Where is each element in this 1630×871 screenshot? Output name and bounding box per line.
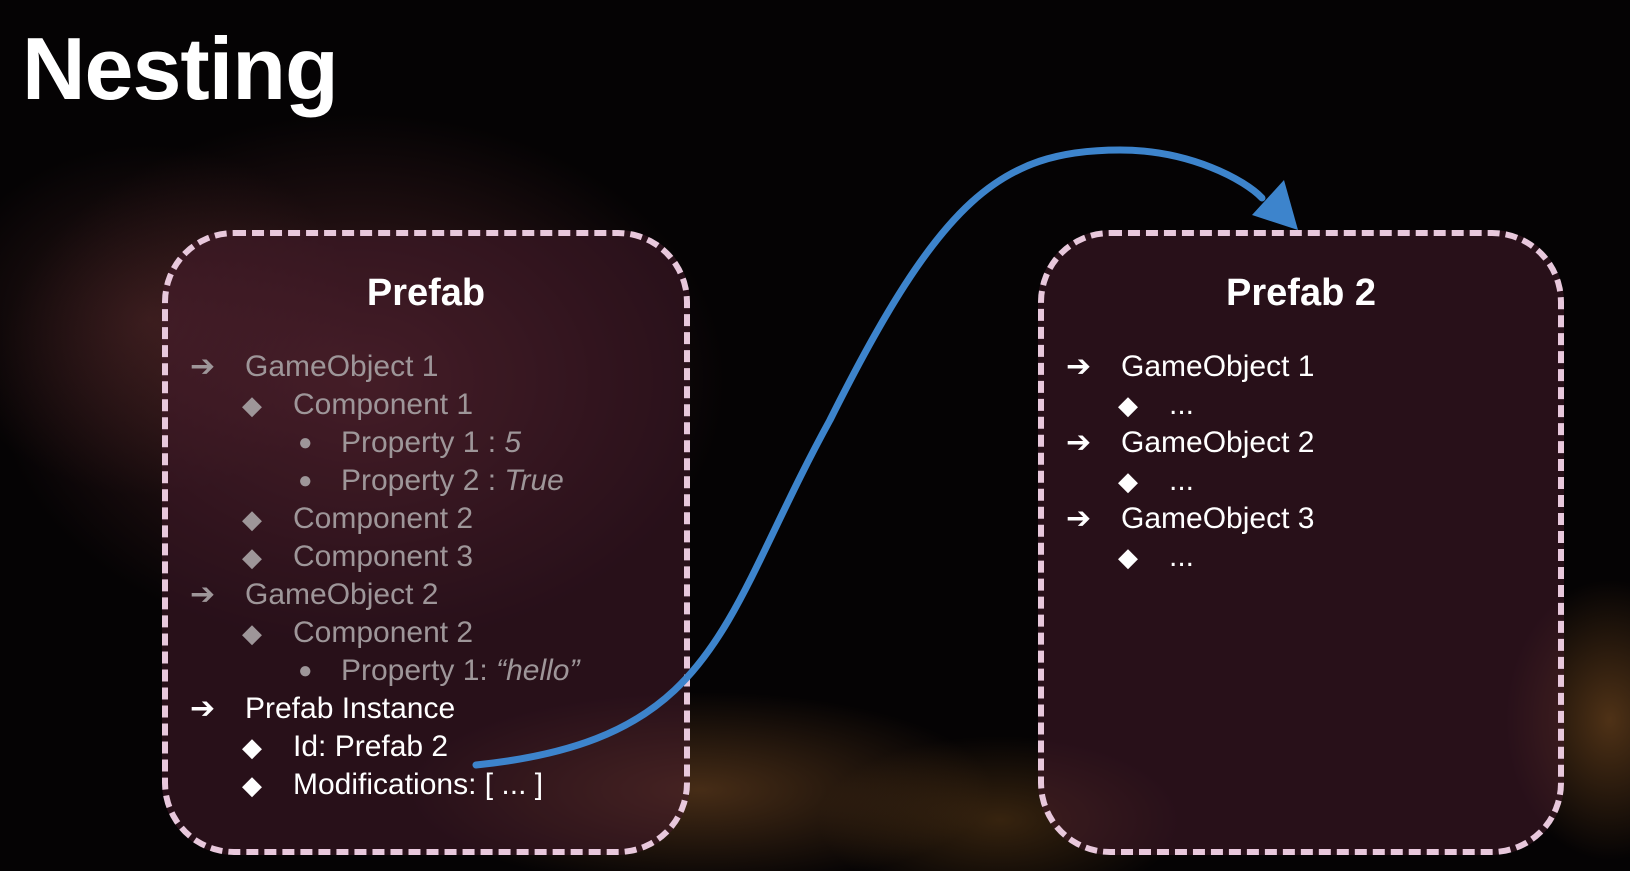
prefab2-box: Prefab 2 ➔GameObject 1◆...➔GameObject 2◆…	[1038, 230, 1564, 855]
tree-item-level-0: ➔ GameObject 1	[1066, 348, 1314, 386]
arrow-right-icon: ➔	[1066, 350, 1092, 383]
tree-item-level-0: ➔ Prefab Instance	[190, 690, 579, 728]
diamond-icon: ◆	[1118, 466, 1138, 496]
diamond-icon: ◆	[242, 770, 262, 800]
tree-item-level-1: ◆ Component 2	[190, 500, 579, 538]
tree-item-label: Component 2	[293, 502, 474, 535]
diamond-icon: ◆	[242, 390, 262, 420]
tree-item-label: Modifications: [ ... ]	[293, 768, 544, 801]
tree-item-value: True	[504, 464, 564, 497]
tree-item-label: Component 2	[293, 616, 474, 649]
prefab-title: Prefab	[366, 272, 486, 314]
tree-item-level-1: ◆ Component 2	[190, 614, 579, 652]
arrow-right-icon: ➔	[190, 692, 216, 725]
arrow-right-icon: ➔	[190, 578, 216, 611]
diamond-icon: ◆	[242, 504, 262, 534]
reference-arrow-curve	[472, 146, 1266, 769]
tree-item-level-1: ◆ Component 1	[190, 386, 579, 424]
prefab-box: Prefab ➔ GameObject 1 ◆ Component 1 ● Propert…	[162, 230, 690, 855]
diamond-icon: ◆	[242, 732, 262, 762]
tree-item-level-1: ◆...	[1066, 462, 1314, 500]
tree-item-level-2: ● Property 2 : True	[190, 462, 579, 500]
tree-item-level-0: ➔ GameObject 1	[190, 348, 579, 386]
tree-item-label: Property 1 :	[341, 426, 505, 459]
tree-item-level-1: ◆...	[1066, 386, 1314, 424]
tree-item-level-0: ➔ GameObject 2	[1066, 424, 1314, 462]
tree-item-label: ...	[1169, 388, 1195, 421]
diamond-icon: ◆	[1118, 390, 1138, 420]
reference-arrow-head	[1252, 180, 1298, 230]
prefab2-title: Prefab 2	[1226, 272, 1376, 314]
tree-item-level-1: ◆ Modifications: [ ... ]	[190, 766, 579, 804]
prefab-tree: ➔ GameObject 1 ◆ Component 1 ● Property 1 : 5…	[190, 348, 579, 804]
bullet-icon: ●	[298, 657, 313, 684]
tree-item-level-2: ● Property 1: “hello”	[190, 652, 579, 690]
arrow-right-icon: ➔	[1066, 502, 1092, 535]
tree-item-level-2: ● Property 1 : 5	[190, 424, 579, 462]
tree-item-label: GameObject 2	[245, 578, 439, 611]
tree-item-label: Component 3	[293, 540, 474, 573]
tree-item-label: Id: Prefab 2	[293, 730, 449, 763]
diamond-icon: ◆	[1118, 542, 1138, 572]
diamond-icon: ◆	[242, 618, 262, 648]
tree-item-label: Component 1	[293, 388, 474, 421]
tree-item-label: Prefab Instance	[245, 692, 456, 725]
diamond-icon: ◆	[242, 542, 262, 572]
prefab2-tree: ➔GameObject 1◆...➔GameObject 2◆...➔GameO…	[1066, 348, 1314, 576]
tree-item-level-1: ◆ Id: Prefab 2	[190, 728, 579, 766]
tree-item-label: ...	[1169, 464, 1195, 497]
tree-item-label: GameObject 1	[245, 350, 439, 383]
tree-item-level-0: ➔ GameObject 2	[190, 576, 579, 614]
tree-item-label: GameObject 3	[1121, 502, 1315, 535]
bullet-icon: ●	[298, 429, 313, 456]
tree-item-value: “hello”	[496, 654, 580, 687]
tree-item-label: ...	[1169, 540, 1195, 573]
tree-item-label: GameObject 2	[1121, 426, 1315, 459]
tree-item-label: Property 1:	[341, 654, 497, 687]
bullet-icon: ●	[298, 467, 313, 494]
tree-item-value: 5	[504, 426, 522, 459]
tree-item-label: GameObject 1	[1121, 350, 1315, 383]
tree-item-label: Property 2 :	[341, 464, 505, 497]
tree-item-level-0: ➔ GameObject 3	[1066, 500, 1314, 538]
tree-item-level-1: ◆...	[1066, 538, 1314, 576]
page-title: Nesting	[22, 19, 339, 118]
arrow-right-icon: ➔	[1066, 426, 1092, 459]
arrow-right-icon: ➔	[190, 350, 216, 383]
tree-item-level-1: ◆ Component 3	[190, 538, 579, 576]
